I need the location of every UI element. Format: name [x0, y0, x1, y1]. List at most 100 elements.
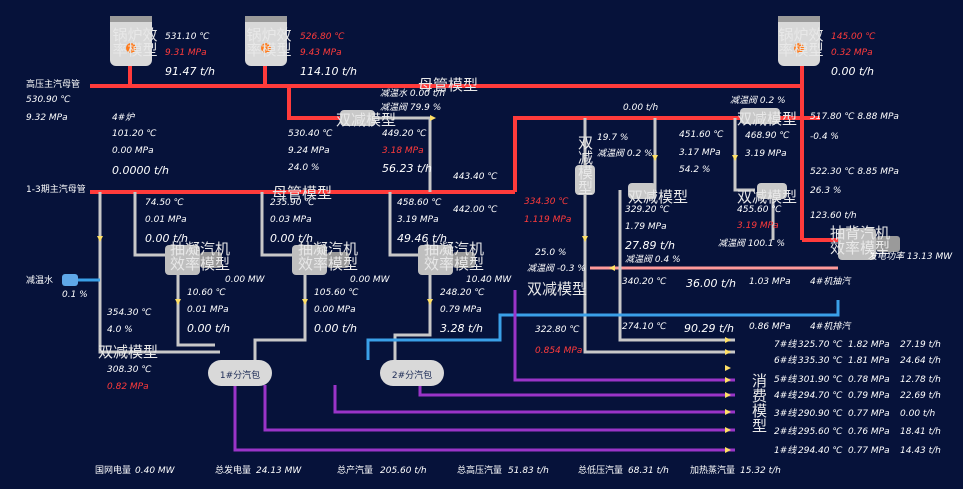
turbine-icons[interactable]: [165, 228, 900, 275]
line-2-name: 2#线: [774, 427, 797, 437]
boiler-2-pressure: 9.43 MPa: [300, 48, 342, 58]
desuper-top-temp: 530.40 ℃: [288, 129, 333, 139]
desuper-top-model-label[interactable]: 双减模型: [336, 111, 397, 129]
furnace4-pressure: 0.00 MPa: [112, 146, 154, 156]
boiler-3-model-label[interactable]: 锅炉效率模型: [778, 26, 824, 59]
turbine-3-in-temp: 458.60 ℃: [397, 198, 442, 208]
footer-lp-steam-label: 总低压汽量: [578, 466, 624, 476]
exhaust4-f: 90.29 t/h: [684, 322, 734, 335]
line-3-flow: 0.00 t/h: [900, 409, 936, 419]
turbine-1-in-flow: 0.00 t/h: [145, 232, 188, 245]
boiler-3-pressure: 0.32 MPa: [831, 48, 873, 58]
drum-1-label: 1#分汽包: [219, 371, 261, 381]
right-lower-valve: 减温阀 100.1 %: [718, 239, 786, 249]
turbine-2-model-label[interactable]: 抽凝汽机效率模型: [298, 240, 359, 273]
valve-side-t: 322.80 ℃: [535, 325, 580, 335]
line-5-name: 5#线: [774, 375, 797, 385]
mid-model-label[interactable]: 双减模型: [628, 188, 689, 206]
footer-hp-steam-value: 51.83 t/h: [508, 466, 549, 476]
desuperheater-icons[interactable]: [340, 108, 787, 199]
right-lower-model-label[interactable]: 双减模型: [737, 188, 798, 206]
right-model-label[interactable]: 双减模型: [737, 110, 798, 128]
boiler-1-pressure: 9.31 MPa: [165, 48, 207, 58]
high-pressure-pipes: [90, 66, 840, 242]
right-f3: 123.60 t/h: [810, 211, 857, 221]
mid-press: 3.17 MPa: [679, 148, 721, 158]
mid-p2: 1.79 MPa: [625, 222, 667, 232]
boiler-1-model-label[interactable]: 锅炉效率模型: [112, 26, 158, 59]
header-temp-b: 442.00 ℃: [453, 205, 498, 215]
line-7-name: 7#线: [774, 340, 797, 350]
line-5-temp: 301.90 ℃: [798, 375, 843, 385]
desuper-top-water: 减温水 0.00 t/h: [380, 89, 446, 99]
boiler-2-temp: 526.80 ℃: [300, 32, 345, 42]
footer-grid-power-value: 0.40 MW: [135, 466, 175, 476]
water-pump-icon[interactable]: [62, 274, 78, 286]
valve-side-pct: 25.0 %: [535, 248, 567, 258]
line-2-pressure: 0.76 MPa: [848, 427, 890, 437]
footer-total-power-label: 总发电量: [215, 466, 252, 476]
exhaust4-label: 4#机排汽: [810, 322, 851, 332]
desuper-top-valve: 减温阀 79.9 %: [380, 103, 442, 113]
exhaust4-t: 274.10 ℃: [622, 322, 667, 332]
boiler-3-temp: 145.00 ℃: [831, 32, 876, 42]
boiler-2-model-label[interactable]: 锅炉效率模型: [246, 26, 292, 59]
line-1-pressure: 0.77 MPa: [848, 446, 890, 456]
turbine-3-in-flow: 49.46 t/h: [397, 232, 447, 245]
mid-valve2: 减温阀 0.4 %: [625, 255, 681, 265]
turbine-2-out-temp: 105.60 ℃: [314, 288, 359, 298]
hp-header-pressure: 9.32 MPa: [26, 113, 68, 123]
turbine-1-in-pressure: 0.01 MPa: [145, 215, 187, 225]
footer-total-steam-label: 总产汽量: [337, 466, 374, 476]
line-4-flow: 22.69 t/h: [900, 391, 941, 401]
line-6-pressure: 1.81 MPa: [848, 356, 890, 366]
valve-side-valve: 减温阀 -0.3 %: [527, 264, 586, 274]
turbine-1-model-label[interactable]: 抽凝汽机效率模型: [170, 240, 231, 273]
back-turbine-model-label[interactable]: 抽背汽机效率模型: [830, 224, 891, 257]
right-p2: 3.19 MPa: [745, 149, 787, 159]
steam-drums[interactable]: [208, 360, 444, 386]
right-t3: 522.30 ℃ 8.85 MPa: [810, 167, 899, 177]
turbine-2-in-flow: 0.00 t/h: [270, 232, 313, 245]
boiler-2[interactable]: [245, 16, 287, 66]
top-flow: 0.00 t/h: [623, 103, 659, 113]
boiler-2-flow: 114.10 t/h: [300, 65, 357, 78]
drum-2-label: 2#分汽包: [391, 371, 433, 381]
furnace4-temp: 101.20 ℃: [112, 129, 157, 139]
left-block-model-label[interactable]: 双减模型: [98, 343, 159, 361]
desuper-top-out-pressure: 3.18 MPa: [382, 146, 424, 156]
mid-t2: 329.20 ℃: [625, 205, 670, 215]
header-model-label-1[interactable]: 母管模型: [418, 76, 479, 94]
boiler-3[interactable]: [778, 16, 820, 66]
hp-header-label: 高压主汽母管: [26, 80, 81, 90]
line-3-name: 3#线: [774, 409, 797, 419]
mid-vertical-model-label[interactable]: 双减模型: [578, 134, 594, 197]
line-1-flow: 14.43 t/h: [900, 446, 941, 456]
left-block-pct: 4.0 %: [107, 325, 133, 335]
header-1-3-label: 1-3期主汽母管: [26, 185, 86, 195]
turbine-2-power: 0.00 MW: [350, 275, 390, 285]
left-block-temp2: 308.30 ℃: [107, 365, 152, 375]
header-model-label-2[interactable]: 母管模型: [272, 184, 333, 202]
turbine-3-model-label[interactable]: 抽凝汽机效率模型: [424, 240, 485, 273]
valve-side-model-label[interactable]: 双减模型: [527, 280, 588, 298]
line-4-temp: 294.70 ℃: [798, 391, 843, 401]
turbine-1-power: 0.00 MW: [225, 275, 265, 285]
extract4-p: 1.03 MPa: [749, 277, 791, 287]
consumption-model-label[interactable]: 消费模型: [752, 372, 768, 435]
mid-pct1: 19.7 %: [597, 133, 629, 143]
right-lower-p: 3.19 MPa: [737, 221, 779, 231]
line-5-pressure: 0.78 MPa: [848, 375, 890, 385]
hp-header-temp: 530.90 ℃: [26, 95, 71, 105]
furnace4-label: 4#炉: [112, 113, 135, 123]
exhaust4-p: 0.86 MPa: [749, 322, 791, 332]
flow-arrows: [97, 115, 738, 453]
boiler-1-flow: 91.47 t/h: [165, 65, 215, 78]
turbine-3-out-pressure: 0.79 MPa: [440, 305, 482, 315]
turbine-2-out-pressure: 0.00 MPa: [314, 305, 356, 315]
mid-f2: 27.89 t/h: [625, 239, 675, 252]
turbine-3-in-pressure: 3.19 MPa: [397, 215, 439, 225]
boiler-1[interactable]: [110, 16, 152, 66]
desuper-top-pressure: 9.24 MPa: [288, 146, 330, 156]
footer-grid-power-label: 国网电量: [95, 466, 132, 476]
